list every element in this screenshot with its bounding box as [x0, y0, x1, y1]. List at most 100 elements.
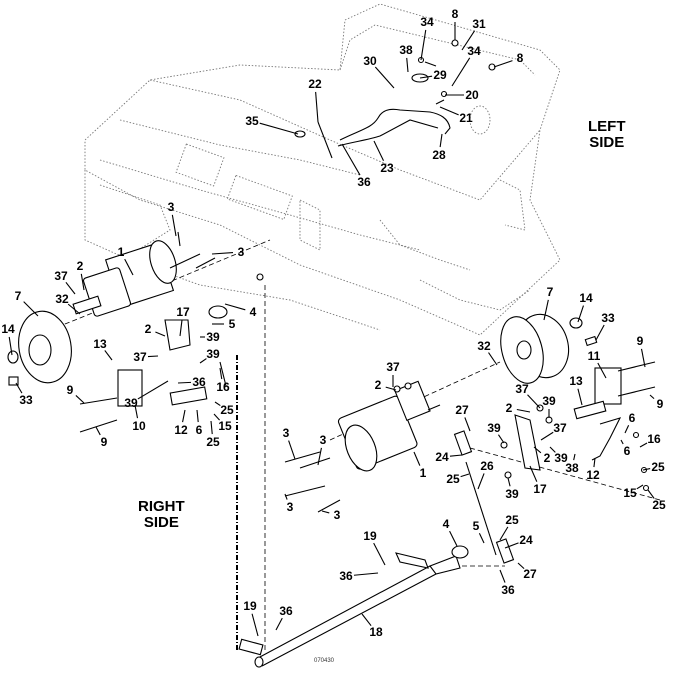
callout-number: 39	[505, 487, 519, 501]
leader-line	[373, 542, 386, 566]
callout-number: 39	[206, 330, 220, 344]
callout-number: 37	[515, 382, 529, 396]
callout-number: 35	[245, 114, 259, 128]
callout-number: 17	[176, 305, 190, 319]
callout-number: 10	[132, 419, 146, 433]
callout-35: 35	[245, 114, 299, 135]
callout-number: 39	[124, 396, 138, 410]
callout-22: 22	[308, 77, 322, 123]
callout-1: 1	[413, 451, 427, 480]
leader-line	[549, 446, 556, 453]
callout-number: 9	[657, 397, 664, 411]
callout-36: 36	[275, 604, 293, 631]
callout-number: 2	[77, 259, 84, 273]
leader-line	[478, 533, 485, 544]
callout-number: 37	[386, 360, 400, 374]
leader-line	[497, 434, 505, 444]
callout-33: 33	[595, 311, 615, 341]
callout-number: 1	[118, 245, 125, 259]
callout-5: 5	[473, 519, 485, 544]
callout-13: 13	[93, 337, 113, 361]
callout-8: 8	[493, 51, 524, 68]
leader-line	[499, 569, 506, 583]
callout-number: 24	[435, 450, 449, 464]
callout-number: 6	[624, 444, 631, 458]
leader-line	[8, 336, 13, 356]
leader-line	[640, 348, 646, 368]
callout-27: 27	[455, 403, 471, 432]
left-side-label-line2: SIDE	[589, 134, 625, 151]
callout-13: 13	[569, 374, 583, 406]
right-side-label: RIGHT SIDE	[138, 499, 185, 531]
callout-28: 28	[432, 133, 446, 162]
callout-number: 21	[459, 111, 473, 125]
callout-23: 23	[373, 140, 394, 175]
leader-line	[449, 530, 458, 547]
leader-line	[504, 542, 519, 549]
callout-39: 39	[124, 380, 169, 410]
callout-18: 18	[361, 613, 383, 639]
leader-line	[419, 75, 433, 79]
leader-line	[477, 473, 485, 490]
leader-line	[15, 382, 23, 394]
callout-16: 16	[639, 432, 661, 448]
leader-line	[543, 299, 549, 321]
leader-line	[460, 473, 470, 478]
leader-line	[251, 613, 259, 637]
leader-line	[361, 613, 372, 627]
callout-25: 25	[499, 513, 519, 541]
callout-9: 9	[95, 426, 108, 449]
leader-line	[104, 350, 113, 361]
callout-number: 20	[465, 88, 479, 102]
callout-32: 32	[55, 292, 81, 315]
leader-line	[464, 417, 471, 432]
callout-37: 37	[133, 350, 159, 364]
callout-3: 3	[284, 493, 294, 514]
callout-number: 3	[320, 433, 327, 447]
leader-line	[499, 526, 509, 541]
callout-6: 6	[196, 409, 203, 437]
leader-line	[595, 324, 605, 341]
callout-36: 36	[339, 569, 379, 583]
callout-number: 37	[54, 269, 68, 283]
callout-number: 34	[420, 15, 434, 29]
callout-29: 29	[419, 68, 447, 82]
callout-number: 8	[452, 7, 459, 21]
left-side-label-line1: LEFT	[588, 118, 626, 135]
callout-number: 16	[216, 380, 230, 394]
leader-line	[214, 401, 221, 407]
leader-line	[527, 394, 541, 409]
leader-line	[577, 305, 584, 323]
callout-number: 25	[206, 435, 220, 449]
leader-line	[636, 484, 644, 490]
leader-line	[75, 395, 85, 404]
callout-15: 15	[213, 413, 232, 433]
left-side-label: LEFT SIDE	[588, 119, 626, 151]
callout-10: 10	[132, 404, 146, 433]
callout-4: 4	[224, 303, 257, 319]
leader-line	[577, 388, 583, 406]
callout-19: 19	[243, 599, 259, 637]
callout-number: 36	[279, 604, 293, 618]
leader-line	[374, 66, 395, 89]
callout-number: 32	[477, 339, 491, 353]
left-motor-assembly	[284, 313, 656, 564]
callout-39: 39	[487, 421, 505, 444]
right-side-label-line2: SIDE	[143, 514, 179, 531]
callout-number: 17	[533, 482, 547, 496]
callout-30: 30	[363, 54, 395, 89]
callout-3: 3	[283, 426, 296, 460]
callout-37: 37	[515, 382, 541, 409]
callout-number: 13	[569, 374, 583, 388]
leader-line	[620, 439, 624, 445]
leader-line	[406, 57, 409, 73]
callout-25: 25	[214, 401, 234, 417]
callout-number: 19	[243, 599, 257, 613]
leader-line	[529, 465, 538, 482]
leader-line	[211, 252, 234, 255]
callout-32: 32	[477, 339, 498, 366]
callout-2: 2	[533, 446, 551, 465]
callout-24: 24	[435, 450, 463, 464]
callout-3: 3	[321, 508, 341, 522]
